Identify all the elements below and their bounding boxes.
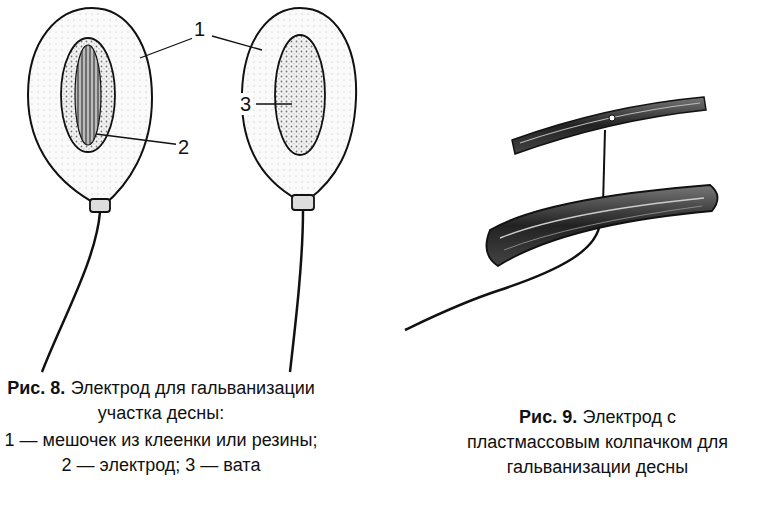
callout-number: 2 [176,136,191,158]
figure-legend: 1 — мешочек из клеенки или резины; [2,428,320,453]
legend-line: 1 — мешочек из клеенки или резины; [5,430,318,450]
callout-number: 1 [192,18,207,40]
figure-number: Рис. 8. [7,378,65,398]
gum-electrode-right [242,8,356,372]
leader-lines [96,36,292,146]
legend-line: 2 — электрод; 3 — вата [62,455,261,475]
caption-text: Электрод с пластмассовым колпачком для г… [467,407,728,477]
cap-electrode [405,97,718,330]
figure-number: Рис. 9. [519,407,577,427]
figure-legend: 2 — электрод; 3 — вата [2,453,320,478]
figure-caption: Рис. 8. Электрод для гальванизации участк… [2,376,320,426]
gum-electrode-left [28,8,152,372]
callout-number: 3 [238,93,253,115]
figure-caption: Рис. 9.Электрод с пластмассовым колпачко… [460,405,735,480]
caption-text: Электрод для гальванизации участка десны… [71,378,315,423]
